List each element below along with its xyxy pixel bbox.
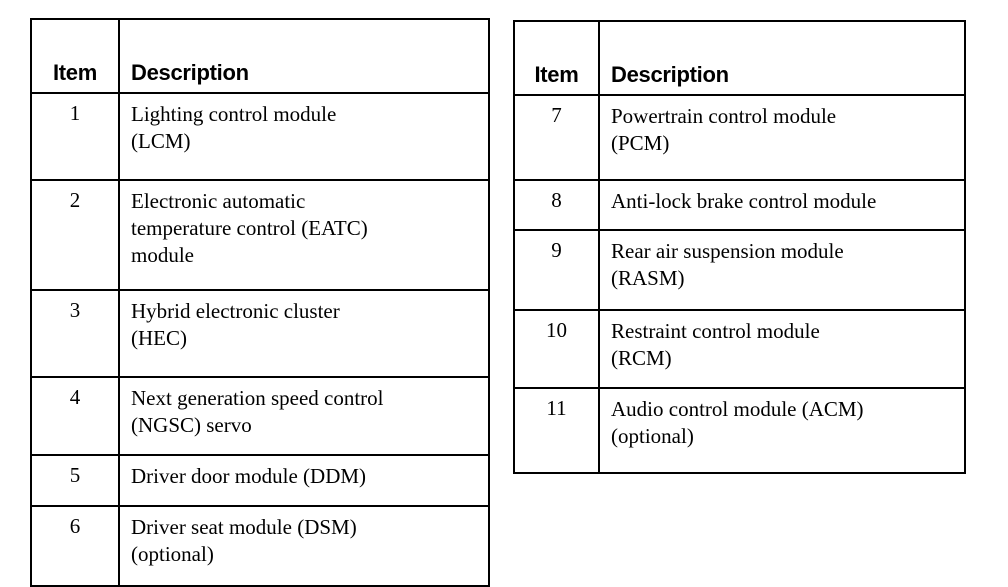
cell-description: Hybrid electronic cluster (HEC) xyxy=(118,289,490,378)
description-line: Hybrid electronic cluster xyxy=(131,299,340,323)
cell-description: Restraint control module (RCM) xyxy=(598,309,966,389)
description-line: Anti-lock brake control module xyxy=(611,189,877,213)
table-row: 10 Restraint control module (RCM) xyxy=(513,309,966,389)
table-row: 11 Audio control module (ACM) (optional) xyxy=(513,387,966,474)
cell-description: Anti-lock brake control module xyxy=(598,179,966,231)
table-row: 4 Next generation speed control (NGSC) s… xyxy=(30,376,490,456)
table-row: 5 Driver door module (DDM) xyxy=(30,454,490,507)
module-legend-table-right: Item Description 7 Powertrain control mo… xyxy=(513,20,966,474)
module-legend-table-left: Item Description 1 Lighting control modu… xyxy=(30,18,490,587)
cell-item-number: 4 xyxy=(30,376,120,456)
table-row: 8 Anti-lock brake control module xyxy=(513,179,966,231)
cell-description: Electronic automatic temperature control… xyxy=(118,179,490,291)
table-row: 1 Lighting control module (LCM) xyxy=(30,92,490,181)
description-line: Electronic automatic xyxy=(131,189,306,213)
description-line: (RCM) xyxy=(611,345,672,370)
description-line: temperature control (EATC) xyxy=(131,215,368,240)
cell-description: Audio control module (ACM) (optional) xyxy=(598,387,966,474)
description-line: (optional) xyxy=(131,541,214,566)
cell-item-number: 10 xyxy=(513,309,600,389)
column-header-item: Item xyxy=(513,20,600,96)
cell-item-number: 6 xyxy=(30,505,120,587)
description-line: Next generation speed control xyxy=(131,386,384,410)
description-line: Audio control module (ACM) xyxy=(611,397,864,421)
cell-item-number: 11 xyxy=(513,387,600,474)
table-left-body: 1 Lighting control module (LCM) 2 Electr… xyxy=(30,92,490,587)
description-line: Powertrain control module xyxy=(611,104,837,128)
table-row: 9 Rear air suspension module (RASM) xyxy=(513,229,966,311)
table-row: 6 Driver seat module (DSM) (optional) xyxy=(30,505,490,587)
document-page: Item Description 1 Lighting control modu… xyxy=(30,18,966,587)
description-line: (HEC) xyxy=(131,325,187,350)
cell-description: Lighting control module (LCM) xyxy=(118,92,490,181)
cell-item-number: 1 xyxy=(30,92,120,181)
cell-item-number: 3 xyxy=(30,289,120,378)
cell-description: Driver door module (DDM) xyxy=(118,454,490,507)
table-row: 3 Hybrid electronic cluster (HEC) xyxy=(30,289,490,378)
description-line: module xyxy=(131,242,194,267)
column-header-description: Description xyxy=(118,18,490,94)
column-header-item: Item xyxy=(30,18,120,94)
cell-item-number: 2 xyxy=(30,179,120,291)
table-right-body: 7 Powertrain control module (PCM) 8 Anti… xyxy=(513,94,966,474)
description-line: Driver seat module (DSM) xyxy=(131,515,357,539)
description-line: Rear air suspension module xyxy=(611,239,844,263)
description-line: (LCM) xyxy=(131,128,191,153)
table-right-header-row: Item Description xyxy=(513,20,966,96)
cell-item-number: 8 xyxy=(513,179,600,231)
cell-description: Rear air suspension module (RASM) xyxy=(598,229,966,311)
cell-item-number: 7 xyxy=(513,94,600,181)
description-line: (optional) xyxy=(611,423,694,448)
description-line: (RASM) xyxy=(611,265,685,290)
description-line: Restraint control module xyxy=(611,319,820,343)
cell-item-number: 5 xyxy=(30,454,120,507)
cell-description: Powertrain control module (PCM) xyxy=(598,94,966,181)
table-row: 7 Powertrain control module (PCM) xyxy=(513,94,966,181)
cell-description: Driver seat module (DSM) (optional) xyxy=(118,505,490,587)
description-line: Lighting control module xyxy=(131,102,337,126)
description-line: Driver door module (DDM) xyxy=(131,464,367,488)
column-header-description: Description xyxy=(598,20,966,96)
cell-description: Next generation speed control (NGSC) ser… xyxy=(118,376,490,456)
table-left-header: Item Description xyxy=(30,18,490,94)
table-row: 2 Electronic automatic temperature contr… xyxy=(30,179,490,291)
cell-item-number: 9 xyxy=(513,229,600,311)
table-right-header: Item Description xyxy=(513,20,966,96)
table-left-header-row: Item Description xyxy=(30,18,490,94)
description-line: (NGSC) servo xyxy=(131,412,252,437)
description-line: (PCM) xyxy=(611,130,670,155)
